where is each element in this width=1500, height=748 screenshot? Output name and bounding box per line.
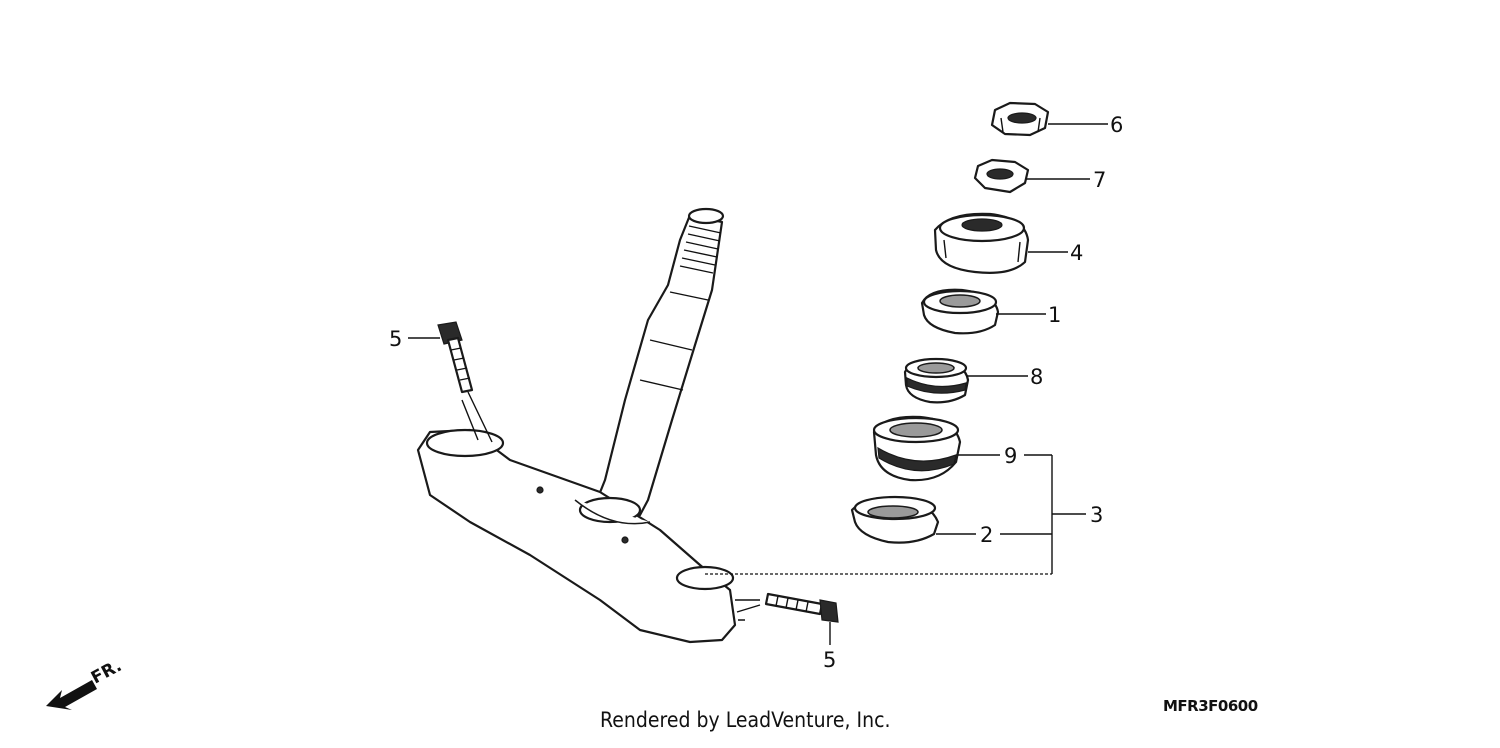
part-2-dust-seal — [850, 495, 940, 544]
part-7-lock-washer — [973, 158, 1030, 194]
callout-4: 4 — [1070, 241, 1083, 265]
bolt-5-top — [437, 321, 493, 443]
credit-text: Rendered by LeadVenture, Inc. — [600, 708, 891, 732]
stem-thread — [639, 207, 725, 391]
callout-1: 1 — [1048, 303, 1061, 327]
bolt-5-bottom — [735, 592, 839, 623]
callout-8: 8 — [1030, 365, 1043, 389]
lower-triple-clamp — [416, 428, 737, 644]
part-9-lower-bearing — [872, 415, 962, 482]
callout-5-bottom: 5 — [823, 648, 836, 672]
part-8-upper-bearing — [903, 357, 970, 404]
callout-5-top: 5 — [389, 327, 402, 351]
part-6-lock-nut — [990, 101, 1050, 137]
part-4-adjusting-nut — [933, 212, 1030, 274]
callout-9: 9 — [1004, 444, 1017, 468]
front-direction-arrow-icon: FR. — [46, 656, 125, 710]
callout-3: 3 — [1090, 503, 1103, 527]
diagram-code: MFR3F0600 — [1163, 697, 1258, 715]
part-1-dust-seal — [920, 288, 1000, 335]
callout-leaders — [408, 123, 1108, 645]
callout-7: 7 — [1093, 168, 1106, 192]
steering-stem-shaft — [593, 207, 725, 517]
callout-6: 6 — [1110, 113, 1123, 137]
callout-2: 2 — [980, 523, 993, 547]
